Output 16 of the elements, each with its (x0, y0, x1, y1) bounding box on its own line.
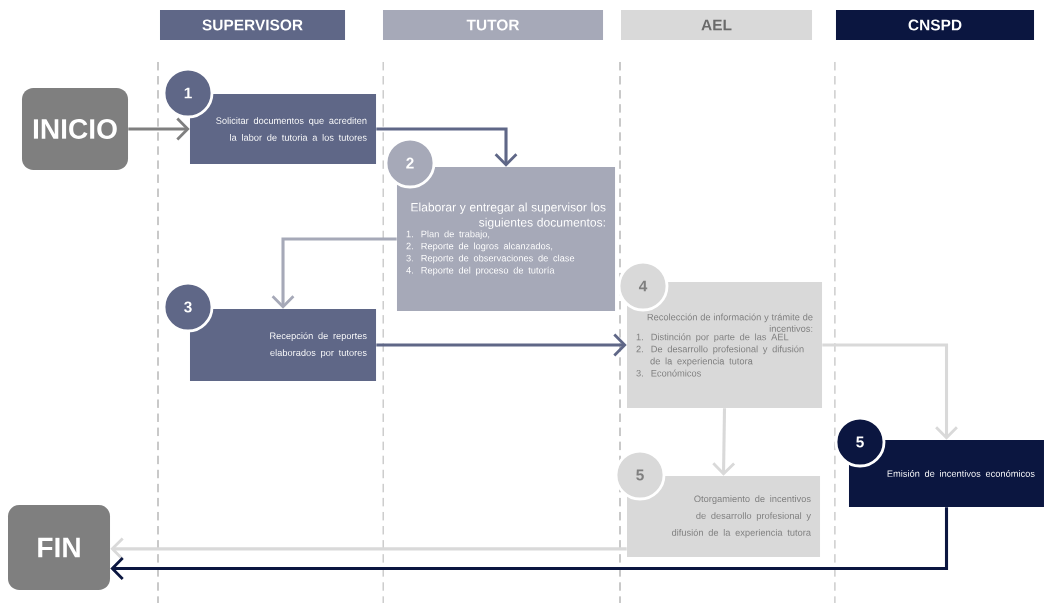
arrow (271, 237, 397, 309)
arrow (128, 117, 190, 141)
process-box: Elaborar y entregar al supervisor los siguientes documentos: 1. Plan de trabajo, 2. Reporte de logros alcanzados, 3. Reporte de observaciones de clase 4. Reporte del proceso de tutoría (397, 167, 616, 311)
arrow (376, 127, 518, 167)
lane-header: CNSPD (836, 10, 1035, 40)
arrow (712, 408, 736, 476)
arrow (110, 507, 949, 580)
arrow (376, 333, 627, 357)
lane-header: SUPERVISOR (160, 10, 346, 40)
arrow (822, 343, 958, 440)
lane-header: TUTOR (383, 10, 604, 40)
lane-header: AEL (621, 10, 813, 40)
arrow (110, 537, 627, 561)
start-terminal: INICIO (22, 88, 128, 170)
process-box: Solicitar documentos que acrediten la labor de tutoria a los tutores (190, 94, 377, 164)
end-terminal: FIN (8, 505, 110, 590)
